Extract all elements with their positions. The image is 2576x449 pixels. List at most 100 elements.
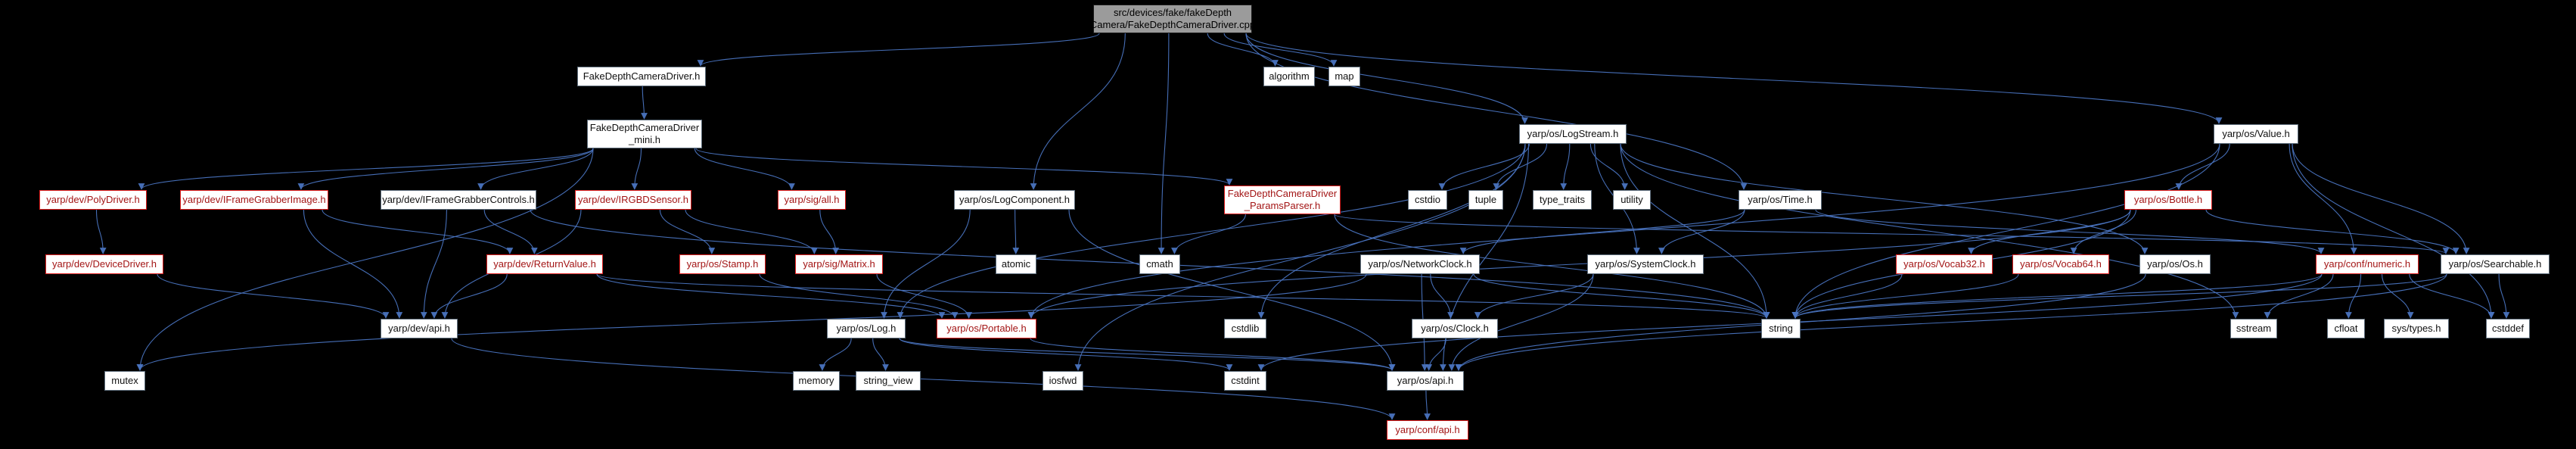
include-edge-main_cpp-cmath <box>1157 33 1170 254</box>
graph-node-map[interactable]: map <box>1328 67 1360 86</box>
graph-node-os_api[interactable]: yarp/os/api.h <box>1387 371 1464 391</box>
graph-node-algorithm[interactable]: algorithm <box>1263 67 1315 86</box>
graph-node-mini_h[interactable]: FakeDepthCameraDriver_mini.h <box>587 120 702 148</box>
include-edge-vocab32-string <box>1791 273 1903 319</box>
node-label: yarp/conf/api.h <box>1395 423 1460 435</box>
graph-node-driver_h[interactable]: FakeDepthCameraDriver.h <box>577 67 706 86</box>
include-edge-networkclock-clock_h <box>1430 273 1454 319</box>
graph-node-iframegrabbercontrols[interactable]: yarp/dev/IFrameGrabberControls.h <box>381 190 536 210</box>
graph-node-stamp[interactable]: yarp/os/Stamp.h <box>679 254 766 274</box>
graph-node-returnvalue[interactable]: yarp/dev/ReturnValue.h <box>486 254 603 274</box>
node-label: yarp/os/SystemClock.h <box>1595 257 1696 270</box>
graph-node-sigall[interactable]: yarp/sig/all.h <box>778 190 846 210</box>
graph-node-value_h[interactable]: yarp/os/Value.h <box>2214 124 2298 144</box>
include-edge-clock_h-os_api <box>1425 338 1446 371</box>
graph-node-bottle[interactable]: yarp/os/Bottle.h <box>2124 190 2212 210</box>
include-edge-polydriver-devicedriver <box>95 209 107 254</box>
include-edge-bottle-vocab32 <box>1968 209 2131 254</box>
include-edge-bottle-vocab64 <box>2070 209 2136 254</box>
node-label: utility <box>1620 193 1643 205</box>
include-edge-searchable-string <box>1791 273 2447 319</box>
node-label: sys/types.h <box>2391 322 2441 334</box>
node-label: string_view <box>863 374 913 386</box>
include-edge-returnvalue-string <box>596 273 1770 319</box>
node-label: yarp/dev/ReturnValue.h <box>493 257 596 270</box>
node-label: yarp/dev/DeviceDriver.h <box>52 257 157 270</box>
node-label: yarp/dev/IFrameGrabberImage.h <box>182 193 326 205</box>
node-label: cstdio <box>1415 193 1440 205</box>
include-edge-log_h-memory <box>819 338 852 371</box>
graph-node-polydriver[interactable]: yarp/dev/PolyDriver.h <box>39 190 147 210</box>
graph-node-cstdlib[interactable]: cstdlib <box>1224 319 1266 338</box>
graph-node-dev_api[interactable]: yarp/dev/api.h <box>381 319 458 338</box>
node-label: tuple <box>1474 193 1497 205</box>
graph-node-mutex[interactable]: mutex <box>104 371 145 391</box>
include-edge-logstream-string <box>1620 143 1770 319</box>
graph-node-memory[interactable]: memory <box>793 371 840 391</box>
graph-node-logcomponent[interactable]: yarp/os/LogComponent.h <box>954 190 1075 210</box>
graph-node-cmath[interactable]: cmath <box>1139 254 1180 274</box>
graph-node-matrix[interactable]: yarp/sig/Matrix.h <box>795 254 883 274</box>
graph-node-systemclock[interactable]: yarp/os/SystemClock.h <box>1587 254 1704 274</box>
include-edge-logstream-utility <box>1589 143 1629 190</box>
graph-node-iosfwd[interactable]: iosfwd <box>1043 371 1083 391</box>
graph-node-iframegrabberimage[interactable]: yarp/dev/IFrameGrabberImage.h <box>180 190 328 210</box>
graph-node-cstdint[interactable]: cstdint <box>1224 371 1266 391</box>
include-edge-mini_h-sigall <box>694 148 795 190</box>
graph-node-time_h[interactable]: yarp/os/Time.h <box>1739 190 1822 210</box>
include-edge-main_cpp-logstream <box>1245 33 1528 124</box>
graph-node-tuple[interactable]: tuple <box>1468 190 1503 210</box>
graph-node-devicedriver[interactable]: yarp/dev/DeviceDriver.h <box>45 254 163 274</box>
node-label: cstddef <box>2492 322 2524 334</box>
include-edge-portable-os_api <box>1030 338 1396 371</box>
node-label: src/devices/fake/fakeDepth <box>1113 6 1232 18</box>
node-label: yarp/sig/all.h <box>784 193 840 205</box>
graph-node-clock_h[interactable]: yarp/os/Clock.h <box>1412 319 1498 338</box>
node-label: yarp/dev/IRGBDSensor.h <box>578 193 688 205</box>
graph-node-utility[interactable]: utility <box>1613 190 1651 210</box>
include-edge-vocab64-string <box>1791 273 2019 319</box>
graph-node-networkclock[interactable]: yarp/os/NetworkClock.h <box>1360 254 1480 274</box>
include-edge-iframegrabbercontrols-dev_api <box>420 209 447 319</box>
graph-node-portable[interactable]: yarp/os/Portable.h <box>937 319 1036 338</box>
graph-node-cstddef[interactable]: cstddef <box>2486 319 2530 338</box>
include-edge-os_h-os_api <box>1455 273 2146 371</box>
include-edge-returnvalue-dev_api <box>430 273 508 319</box>
node-label: cfloat <box>2334 322 2358 334</box>
node-label: algorithm <box>1269 70 1310 82</box>
graph-node-cstdio[interactable]: cstdio <box>1408 190 1447 210</box>
node-label: iosfwd <box>1049 374 1077 386</box>
include-edge-numeric-sstream <box>2264 273 2334 319</box>
graph-node-paramsparser[interactable]: FakeDepthCameraDriver_ParamsParser.h <box>1224 186 1341 214</box>
include-edge-returnvalue-portable <box>596 273 946 319</box>
node-label: atomic <box>1001 257 1031 270</box>
node-label: yarp/os/Stamp.h <box>686 257 759 270</box>
graph-node-string[interactable]: string <box>1761 319 1801 338</box>
include-edge-value_h-string <box>1791 143 2220 319</box>
node-label: yarp/os/NetworkClock.h <box>1368 257 1472 270</box>
graph-node-cfloat[interactable]: cfloat <box>2327 319 2365 338</box>
node-label: yarp/os/Os.h <box>2147 257 2203 270</box>
graph-node-atomic[interactable]: atomic <box>996 254 1036 274</box>
graph-node-conf_api[interactable]: yarp/conf/api.h <box>1387 420 1468 440</box>
graph-node-numeric[interactable]: yarp/conf/numeric.h <box>2316 254 2419 274</box>
graph-node-type_traits[interactable]: type_traits <box>1533 190 1592 210</box>
node-label: _mini.h <box>629 134 660 145</box>
graph-node-searchable[interactable]: yarp/os/Searchable.h <box>2441 254 2550 274</box>
include-edge-iframegrabbercontrols-returnvalue <box>483 209 538 254</box>
include-edge-main_cpp-time_h <box>1245 33 1748 190</box>
node-label: yarp/os/Searchable.h <box>2448 257 2542 270</box>
graph-node-vocab64[interactable]: yarp/os/Vocab64.h <box>2012 254 2109 274</box>
graph-node-os_h[interactable]: yarp/os/Os.h <box>2139 254 2211 274</box>
graph-node-sys_types[interactable]: sys/types.h <box>2384 319 2449 338</box>
include-edge-main_cpp-logcomponent <box>1030 33 1126 190</box>
include-edge-main_cpp-map <box>1223 33 1338 67</box>
graph-node-log_h[interactable]: yarp/os/Log.h <box>827 319 906 338</box>
graph-node-vocab32[interactable]: yarp/os/Vocab32.h <box>1896 254 1993 274</box>
graph-node-irgbdsensor[interactable]: yarp/dev/IRGBDSensor.h <box>575 190 691 210</box>
graph-node-logstream[interactable]: yarp/os/LogStream.h <box>1519 124 1627 144</box>
graph-node-sstream[interactable]: sstream <box>2230 319 2277 338</box>
graph-node-string_view[interactable]: string_view <box>856 371 921 391</box>
